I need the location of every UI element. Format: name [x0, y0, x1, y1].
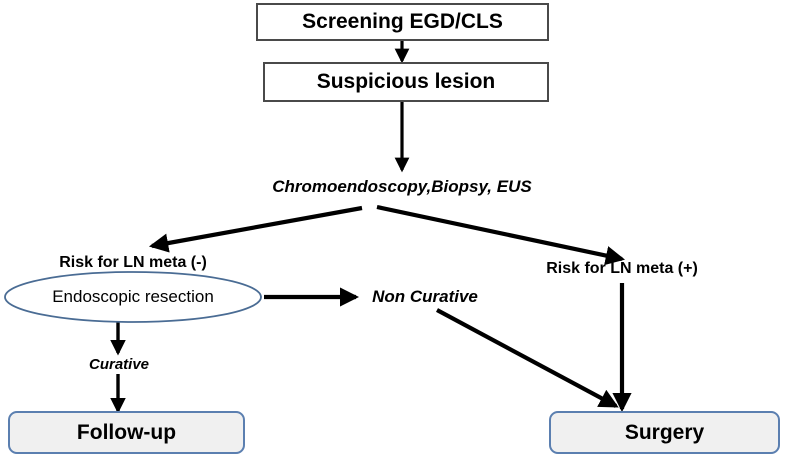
node-risk-for-ln-meta-negative: Risk for LN meta (-) — [33, 253, 233, 273]
node-follow-up[interactable]: Follow-up — [8, 411, 245, 454]
node-risk-positive-label: Risk for LN meta (+) — [546, 260, 698, 277]
node-screening-label: Screening EGD/CLS — [302, 10, 503, 33]
node-curative: Curative — [74, 354, 164, 374]
node-endoscopic-resection[interactable]: Endoscopic resection — [23, 286, 243, 308]
node-workup-text: Chromoendoscopy,Biopsy, EUS — [252, 176, 552, 198]
endoscopic-resection-ellipse — [4, 271, 262, 323]
edge-workup-to-risk-negative — [148, 205, 363, 253]
node-non-curative: Non Curative — [360, 286, 490, 308]
node-surgery[interactable]: Surgery — [549, 411, 780, 454]
node-risk-for-ln-meta-positive: Risk for LN meta (+) — [522, 259, 722, 279]
node-follow-up-label: Follow-up — [76, 420, 177, 444]
node-endoscopic-resection-label: Endoscopic resection — [52, 287, 214, 306]
node-screening-egd-cls[interactable]: Screening EGD/CLS — [256, 3, 549, 41]
node-suspicious-lesion[interactable]: Suspicious lesion — [263, 62, 549, 102]
edge-workup-to-risk-positive — [376, 204, 626, 266]
node-surgery-label: Surgery — [624, 420, 705, 444]
node-risk-negative-label: Risk for LN meta (-) — [59, 254, 207, 271]
node-workup-label: Chromoendoscopy,Biopsy, EUS — [272, 177, 532, 196]
node-suspicious-label: Suspicious lesion — [316, 70, 496, 93]
node-curative-label: Curative — [88, 355, 150, 373]
node-non-curative-label: Non Curative — [372, 287, 478, 306]
edge-non-curative-to-surgery — [436, 308, 619, 408]
